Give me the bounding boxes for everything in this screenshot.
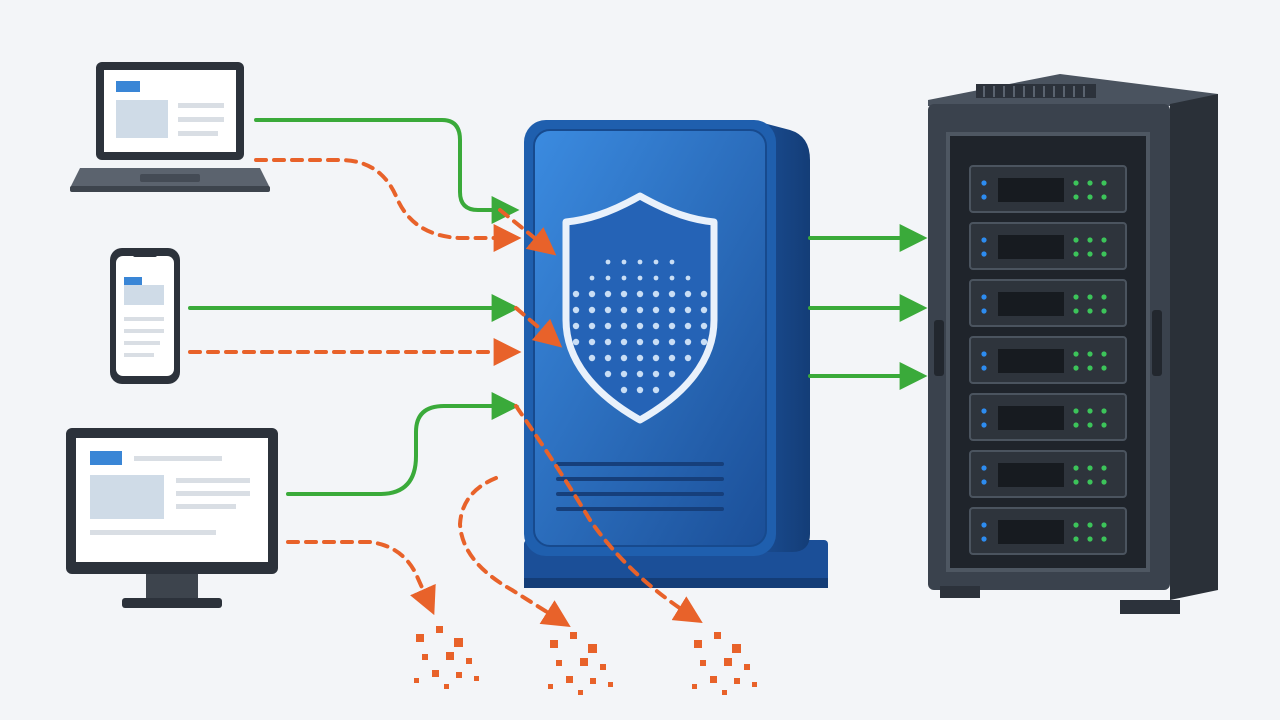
dropped-packet: [446, 652, 454, 660]
dropped-packet: [710, 676, 717, 683]
dropped-packet: [570, 632, 577, 639]
blocked-flow-phone-deflect: [514, 306, 563, 348]
dropped-packet: [566, 676, 573, 683]
dropped-packet: [444, 684, 449, 689]
server-unit: [969, 165, 1127, 213]
dropped-packet: [550, 640, 558, 648]
blocked-flow-rejected: [457, 476, 571, 627]
blocked-traffic-flows: [188, 158, 703, 627]
dropped-packet: [474, 676, 479, 681]
smartphone-icon: [110, 248, 180, 384]
dropped-packet: [700, 660, 706, 666]
dropped-packet: [744, 664, 750, 670]
dropped-packet: [608, 682, 613, 687]
blocked-flow-laptop: [254, 158, 522, 252]
blocked-flow-laptop-deflect: [498, 208, 557, 256]
dropped-packet: [752, 682, 757, 687]
forwarded-traffic-flows: [808, 224, 928, 390]
dropped-packet: [724, 658, 732, 666]
dropped-packet: [556, 660, 562, 666]
dropped-packet: [590, 678, 596, 684]
dropped-packet: [588, 644, 597, 653]
server-unit: [969, 222, 1127, 270]
dropped-packet: [422, 654, 428, 660]
dropped-packet: [466, 658, 472, 664]
laptop-icon: [70, 62, 270, 192]
server-unit: [969, 507, 1127, 555]
dropped-packets: [414, 626, 757, 695]
dropped-packet: [732, 644, 741, 653]
dropped-packet: [714, 632, 721, 639]
allowed-flow-laptop: [254, 118, 520, 224]
dropped-packet: [436, 626, 443, 633]
dropped-packet: [580, 658, 588, 666]
dropped-packet: [734, 678, 740, 684]
dropped-packet: [692, 684, 697, 689]
dropped-packet: [548, 684, 553, 689]
dropped-packet: [578, 690, 583, 695]
server-unit: [969, 393, 1127, 441]
server-rack-icon: [928, 74, 1218, 614]
dropped-packet: [600, 664, 606, 670]
server-unit: [969, 336, 1127, 384]
dropped-packet: [432, 670, 439, 677]
blocked-flow-desktop: [286, 540, 436, 616]
dropped-packet: [694, 640, 702, 648]
blocked-flow-through: [514, 404, 703, 623]
allowed-flow-desktop: [286, 392, 520, 496]
dropped-packet: [414, 678, 419, 683]
desktop-monitor-icon: [66, 428, 278, 608]
shield-firewall-icon: [562, 192, 718, 424]
server-unit: [969, 279, 1127, 327]
dropped-packet: [722, 690, 727, 695]
server-unit: [969, 450, 1127, 498]
allowed-traffic-flows: [188, 118, 520, 496]
dropped-packet: [454, 638, 463, 647]
dropped-packet: [456, 672, 462, 678]
dropped-packet: [416, 634, 424, 642]
